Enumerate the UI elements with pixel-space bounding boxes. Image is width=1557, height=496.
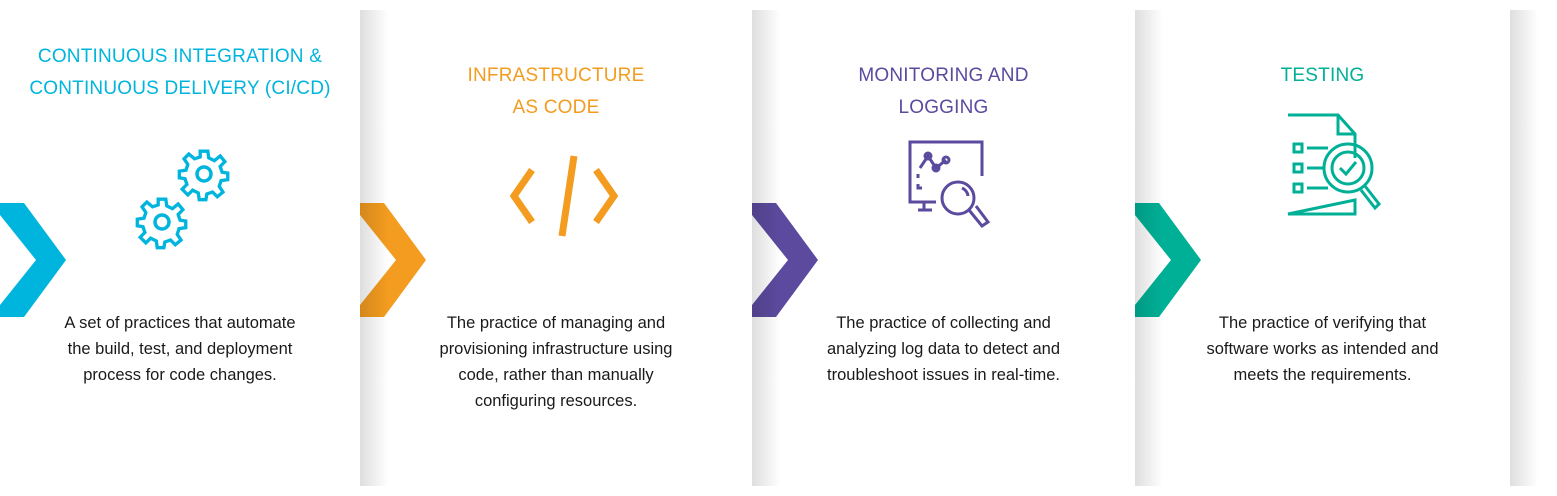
stage-title: MONITORING AND LOGGING bbox=[752, 60, 1135, 124]
chevron-arrow-icon bbox=[752, 203, 818, 317]
stage-title: TESTING bbox=[1135, 60, 1510, 92]
desc-line: process for code changes. bbox=[83, 366, 277, 384]
title-line: MONITORING AND bbox=[858, 65, 1029, 86]
desc-line: The practice of verifying that bbox=[1218, 314, 1427, 332]
chevron-arrow-icon bbox=[360, 203, 426, 317]
desc-line: configuring resources. bbox=[474, 392, 638, 410]
title-line: LOGGING bbox=[898, 97, 989, 118]
title-line: AS CODE bbox=[512, 97, 600, 118]
checklist-magnifier-icon bbox=[1287, 113, 1381, 216]
stage-description: A set of practices that automate the bui… bbox=[0, 310, 360, 388]
stage-monitoring: MONITORING AND LOGGING The practice of c… bbox=[752, 10, 1163, 486]
title-line: CONTINUOUS DELIVERY (CI/CD) bbox=[29, 78, 331, 99]
desc-line: A set of practices that automate bbox=[64, 314, 296, 332]
desc-line: troubleshoot issues in real-time. bbox=[827, 366, 1060, 384]
stage-testing: TESTING The practice of verifying that s… bbox=[1135, 10, 1538, 486]
title-line: TESTING bbox=[1280, 65, 1365, 86]
title-line: INFRASTRUCTURE bbox=[467, 65, 645, 86]
desc-line: the build, test, and deployment bbox=[67, 340, 293, 358]
title-line: CONTINUOUS INTEGRATION & bbox=[37, 46, 323, 67]
desc-line: provisioning infrastructure using bbox=[439, 340, 673, 358]
stage-infrastructure-as-code: INFRASTRUCTURE AS CODE The practice of m… bbox=[360, 10, 780, 486]
desc-line: The practice of managing and bbox=[446, 314, 666, 332]
stage-description: The practice of managing and provisionin… bbox=[360, 310, 752, 414]
desc-line: code, rather than manually bbox=[458, 366, 654, 384]
chevron-arrow-icon bbox=[0, 203, 66, 317]
code-brackets-icon bbox=[509, 155, 619, 237]
gears-icon bbox=[135, 149, 230, 250]
monitor-magnifier-icon bbox=[908, 140, 991, 229]
desc-line: analyzing log data to detect and bbox=[826, 340, 1060, 358]
stage-description: The practice of collecting and analyzing… bbox=[752, 310, 1135, 388]
stage-description: The practice of verifying that software … bbox=[1135, 310, 1510, 388]
stage-ci-cd: CONTINUOUS INTEGRATION & CONTINUOUS DELI… bbox=[0, 10, 388, 486]
stage-title: INFRASTRUCTURE AS CODE bbox=[360, 60, 752, 124]
stage-title: CONTINUOUS INTEGRATION & CONTINUOUS DELI… bbox=[0, 41, 360, 105]
desc-line: The practice of collecting and bbox=[836, 314, 1051, 332]
desc-line: software works as intended and bbox=[1206, 340, 1439, 358]
chevron-arrow-icon bbox=[1135, 203, 1201, 317]
desc-line: meets the requirements. bbox=[1233, 366, 1412, 384]
